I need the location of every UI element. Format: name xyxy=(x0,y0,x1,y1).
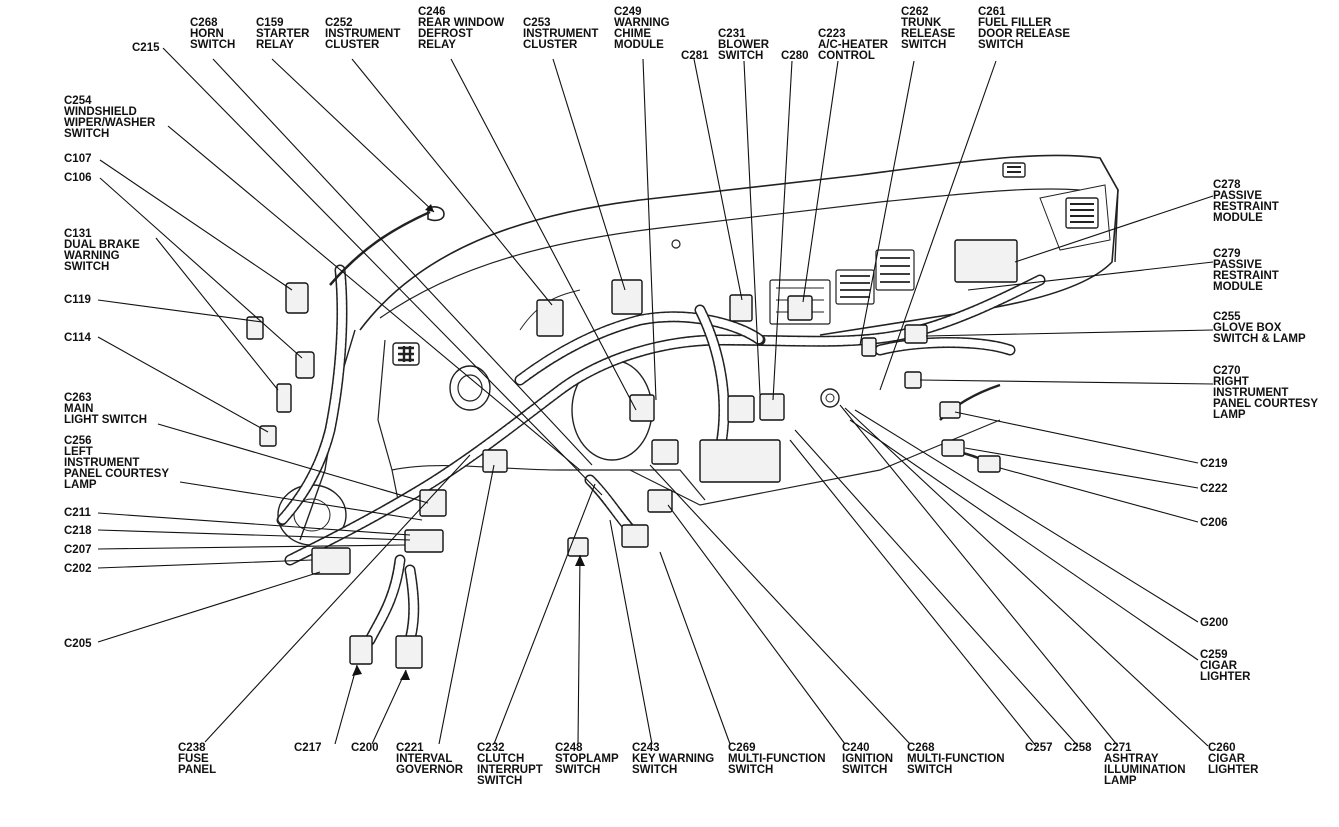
label-c258: C258 xyxy=(1064,742,1092,754)
label-c206: C206 xyxy=(1200,517,1228,529)
label-c280: C280 xyxy=(781,50,809,62)
label-c119: C119 xyxy=(64,294,91,306)
label-c107: C107 xyxy=(64,153,92,165)
label-c205: C205 xyxy=(64,638,92,650)
label-c200: C200 xyxy=(351,742,379,754)
label-c217: C217 xyxy=(294,742,322,754)
label-c218: C218 xyxy=(64,525,92,537)
label-c215: C215 xyxy=(132,42,160,54)
arrowheads xyxy=(352,204,585,680)
label-c207: C207 xyxy=(64,544,92,556)
label-c219: C219 xyxy=(1200,458,1228,470)
connectors xyxy=(246,206,1018,669)
label-c202: C202 xyxy=(64,563,92,575)
label-c257: C257 xyxy=(1025,742,1053,754)
label-c222: C222 xyxy=(1200,483,1228,495)
label-g200: G200 xyxy=(1200,617,1228,629)
label-c106: C106 xyxy=(64,172,92,184)
label-c281: C281 xyxy=(681,50,709,62)
label-c211: C211 xyxy=(64,507,91,519)
label-c114: C114 xyxy=(64,332,91,344)
leader-lines xyxy=(97,47,1214,747)
